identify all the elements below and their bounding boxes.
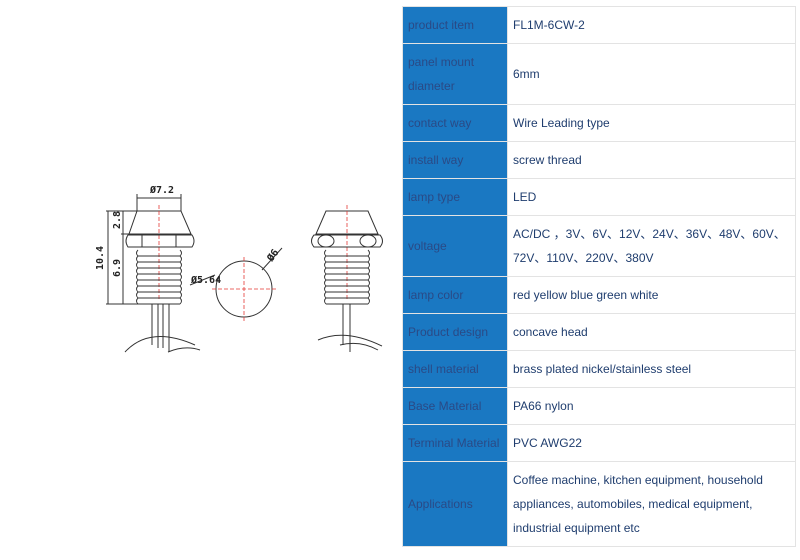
spec-value: PVC AWG22 [507, 424, 796, 462]
lamp-front-view [106, 194, 216, 353]
spec-key: install way [402, 141, 508, 179]
spec-value: Wire Leading type [507, 104, 796, 142]
spec-value: FL1M-6CW-2 [507, 6, 796, 44]
technical-drawing: Ø7.2 2.8 10.4 6.9 Ø5.64 Ø6 [95, 184, 383, 353]
dim-cutout-diameter: Ø6 [264, 247, 281, 265]
spec-value: screw thread [507, 141, 796, 179]
spec-value: 6mm [507, 43, 796, 105]
spec-value: LED [507, 178, 796, 216]
spec-key: lamp type [402, 178, 508, 216]
spec-key: contact way [402, 104, 508, 142]
spec-key: Base Material [402, 387, 508, 425]
spec-key: panel mount diameter [402, 43, 508, 105]
panel-cutout-view [212, 247, 283, 321]
spec-value: PA66 nylon [507, 387, 796, 425]
dim-thread-length: 6.9 [112, 259, 123, 277]
spec-key: Terminal Material [402, 424, 508, 462]
spec-value: Coffee machine, kitchen equipment, house… [507, 461, 796, 547]
spec-key: Applications [402, 461, 508, 547]
spec-key: lamp color [402, 276, 508, 314]
spec-value: AC/DC ，3V、6V、12V、24V、36V、48V、60V、72V、110… [507, 215, 796, 277]
dim-total-length: 10.4 [95, 246, 106, 270]
spec-value: concave head [507, 313, 796, 351]
spec-key: Product design [402, 313, 508, 351]
spec-key: product item [402, 6, 508, 44]
spec-value: brass plated nickel/stainless steel [507, 350, 796, 388]
dim-head-diameter: Ø7.2 [149, 184, 174, 196]
spec-key: voltage [402, 215, 508, 277]
dim-thread-diameter: Ø5.64 [190, 274, 221, 286]
dim-head-height: 2.8 [112, 211, 123, 229]
lamp-side-view [311, 205, 383, 352]
spec-key: shell material [402, 350, 508, 388]
dimension-drawing-svg: Ø7.2 2.8 10.4 6.9 Ø5.64 Ø6 [95, 184, 383, 353]
spec-value: red yellow blue green white [507, 276, 796, 314]
